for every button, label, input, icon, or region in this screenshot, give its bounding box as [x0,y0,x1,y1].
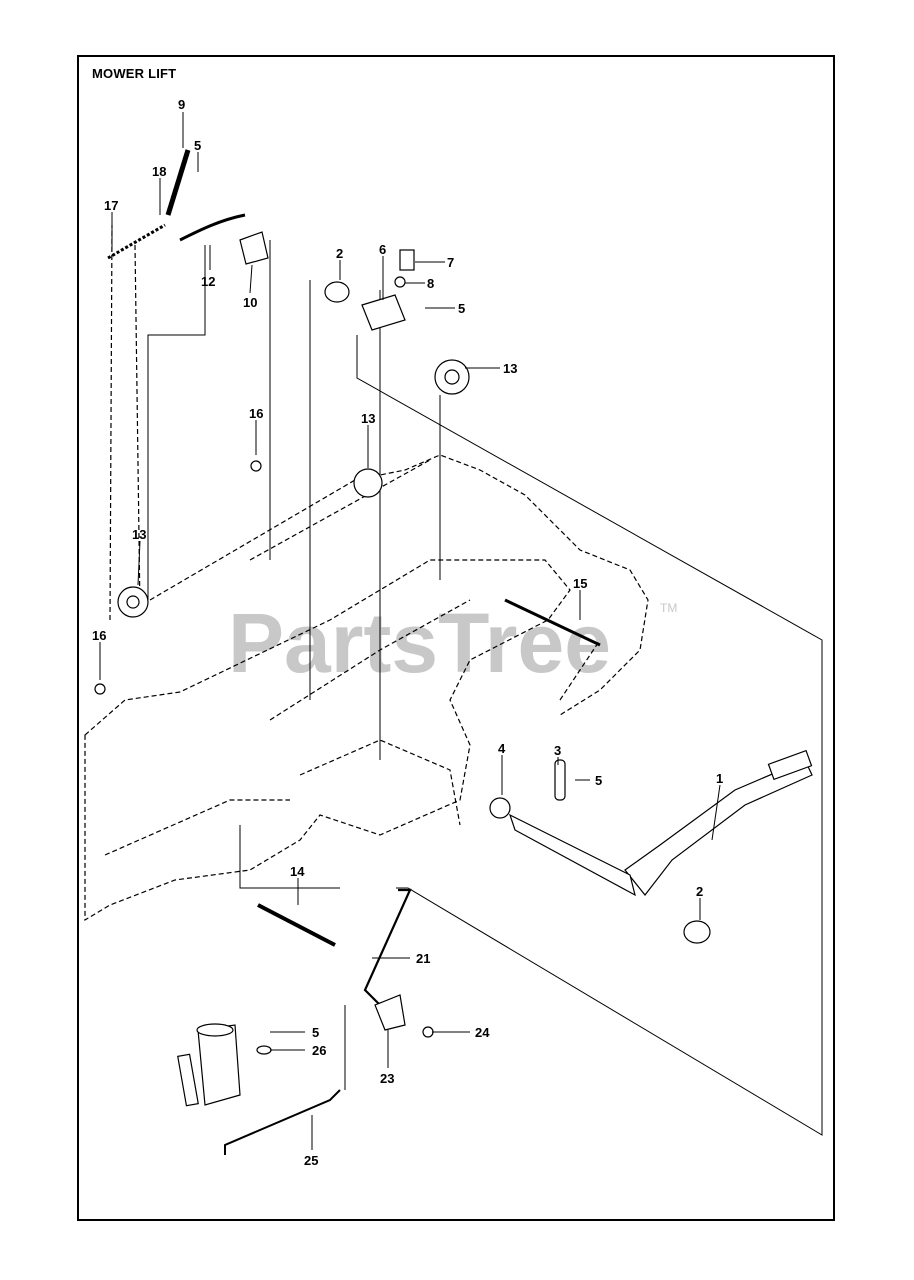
callout-25: 25 [304,1153,318,1168]
pulley-middle-part[interactable] [353,468,383,498]
callout-labels: 9 5 18 17 12 10 2 6 7 8 5 13 16 13 13 15… [92,97,723,1168]
rod-14-part[interactable] [257,903,336,947]
callout-14: 14 [290,864,305,879]
pedal-part[interactable] [177,1023,241,1107]
rod-15-part[interactable] [504,598,601,647]
callout-8: 8 [427,276,434,291]
watermark-text: PartsTree [228,596,611,690]
diagram-title: MOWER LIFT [92,66,177,81]
callout-24: 24 [475,1025,490,1040]
exploded-view-lines [147,240,823,1136]
spring-part[interactable] [179,213,246,242]
washer-part[interactable] [256,1045,272,1055]
bolt-part[interactable] [399,249,415,271]
arm-part[interactable] [374,994,406,1031]
callout-2: 2 [336,246,343,261]
callout-3: 3 [554,743,561,758]
washer-16-upper-part[interactable] [250,460,262,472]
sleeve-part[interactable] [239,231,269,265]
pivot-shaft-part[interactable] [489,797,636,897]
rod-9-part[interactable] [165,149,191,216]
callout-18: 18 [152,164,166,179]
bushing-upper-part[interactable] [324,281,350,303]
parts [94,149,813,1155]
watermark-tm: TM [660,601,677,615]
lift-rod-part[interactable] [363,888,412,1011]
callout-26: 26 [312,1043,326,1058]
diagram-frame [77,55,835,1221]
callout-5: 5 [312,1025,319,1040]
callout-15: 15 [573,576,587,591]
callout-5: 5 [194,138,201,153]
callout-1: 1 [716,771,723,786]
callout-6: 6 [379,242,386,257]
callout-4: 4 [498,741,506,756]
callout-13: 13 [132,527,146,542]
callout-13: 13 [361,411,375,426]
pulley-left-part[interactable] [117,586,149,618]
callout-9: 9 [178,97,185,112]
nut-part[interactable] [394,276,406,288]
callout-7: 7 [447,255,454,270]
callout-10: 10 [243,295,257,310]
chassis-frame [84,224,649,922]
bushing-part[interactable] [683,920,711,944]
callout-16: 16 [249,406,263,421]
callout-leaders [99,112,721,1150]
callout-5: 5 [458,301,465,316]
watermark: PartsTree TM [228,596,677,690]
rod-25-part[interactable] [224,1089,341,1155]
callout-17: 17 [104,198,118,213]
callout-21: 21 [416,951,430,966]
callout-2: 2 [696,884,703,899]
nut-24-part[interactable] [422,1026,434,1038]
clevis-part[interactable] [361,294,406,331]
callout-13: 13 [503,361,517,376]
chain-part[interactable] [107,223,166,260]
callout-16: 16 [92,628,106,643]
callout-12: 12 [201,274,215,289]
lift-lever-part[interactable] [624,749,813,896]
washer-16-lower-part[interactable] [94,683,106,695]
callout-5: 5 [595,773,602,788]
pulley-upper-part[interactable] [434,359,470,395]
callout-23: 23 [380,1071,394,1086]
pin-part[interactable] [554,759,566,801]
